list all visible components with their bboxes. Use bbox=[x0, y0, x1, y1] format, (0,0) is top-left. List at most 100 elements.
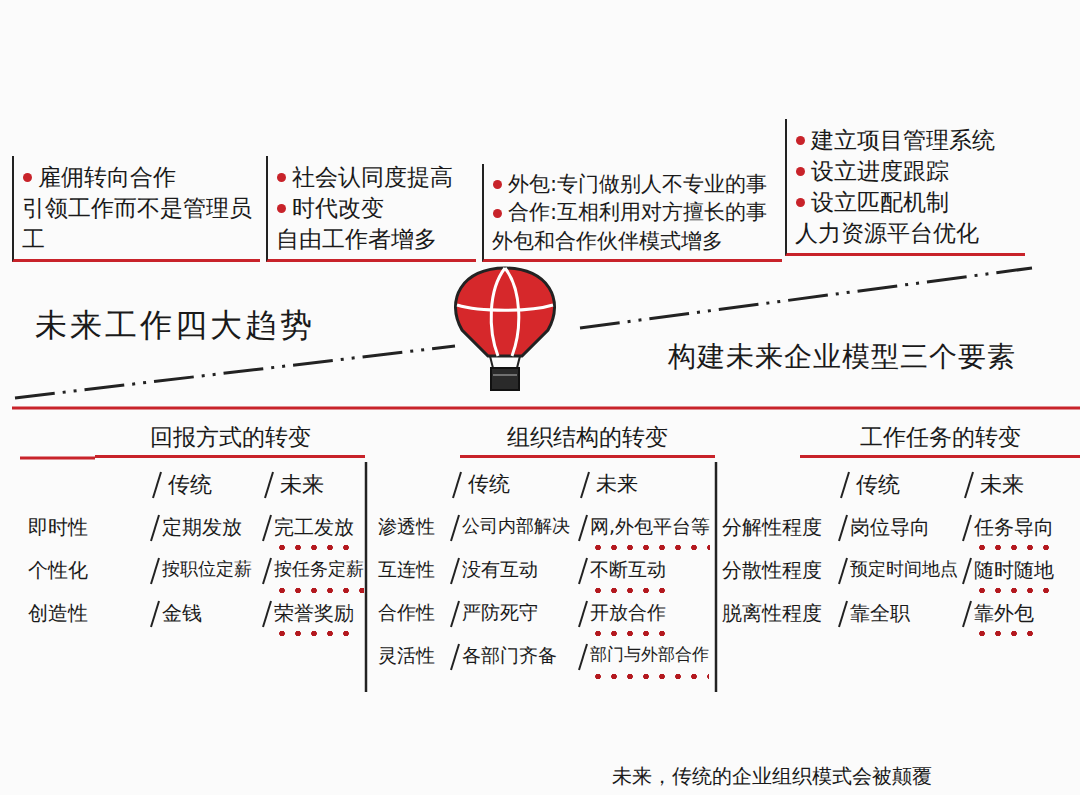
column-header: 传统 bbox=[468, 472, 510, 497]
trend-box: 社会认同度提高时代改变自由工作者增多 bbox=[266, 156, 476, 262]
box-text: 设立进度跟踪 bbox=[795, 156, 1019, 187]
slash-mark bbox=[579, 515, 587, 541]
trend-box: 建立项目管理系统设立进度跟踪设立匹配机制人力资源平台优化 bbox=[785, 119, 1025, 256]
divider-line bbox=[12, 407, 1080, 410]
section-title: 构建未来企业模型三个要素 bbox=[668, 340, 1016, 374]
row-label: 分解性程度 bbox=[722, 515, 822, 539]
row-label: 脱离性程度 bbox=[722, 601, 822, 625]
box-text: 外包和合作伙伴模式增多 bbox=[492, 227, 776, 255]
trend-box: 外包:专门做别人不专业的事合作:互相利用对方擅长的事外包和合作伙伴模式增多 bbox=[482, 164, 782, 262]
box-text: 合作:互相利用对方擅长的事 bbox=[492, 198, 776, 226]
column-header: 传统 bbox=[856, 472, 900, 498]
table-cell: 定期发放 bbox=[162, 515, 242, 539]
row-label: 互连性 bbox=[378, 558, 435, 581]
box-text: 设立匹配机制 bbox=[795, 187, 1019, 218]
slash-mark bbox=[579, 644, 587, 670]
row-label: 个性化 bbox=[28, 558, 88, 582]
emphasis-dots bbox=[274, 587, 364, 594]
emphasis-dots bbox=[274, 630, 354, 637]
slash-mark bbox=[963, 601, 971, 627]
slash-mark bbox=[265, 472, 273, 498]
box-text: 建立项目管理系统 bbox=[795, 125, 1019, 156]
slash-mark bbox=[151, 601, 159, 627]
table-heading: 回报方式的转变 bbox=[95, 422, 365, 458]
dash-line bbox=[15, 346, 455, 398]
slash-mark bbox=[579, 558, 587, 584]
table-cell: 公司内部解决 bbox=[462, 515, 570, 537]
slash-mark bbox=[451, 644, 459, 670]
slash-mark bbox=[841, 472, 849, 498]
slash-mark bbox=[963, 558, 971, 584]
table-rule bbox=[365, 462, 368, 692]
slash-mark bbox=[965, 472, 973, 498]
slash-mark bbox=[151, 515, 159, 541]
box-text: 人力资源平台优化 bbox=[795, 218, 1019, 249]
row-label: 创造性 bbox=[28, 601, 88, 625]
table-cell: 完工发放 bbox=[274, 515, 354, 539]
section-title: 未来工作四大趋势 bbox=[35, 306, 315, 344]
slash-mark bbox=[151, 558, 159, 584]
slash-mark bbox=[153, 472, 161, 498]
slash-mark bbox=[263, 601, 271, 627]
slash-mark bbox=[451, 515, 459, 541]
slash-mark bbox=[263, 515, 271, 541]
emphasis-dots bbox=[590, 673, 709, 680]
underline bbox=[20, 457, 95, 460]
table-cell: 岗位导向 bbox=[850, 515, 930, 539]
emphasis-dots bbox=[590, 544, 710, 551]
table-cell: 靠全职 bbox=[850, 601, 910, 625]
slash-mark bbox=[263, 558, 271, 584]
table-cell: 荣誉奖励 bbox=[274, 601, 354, 625]
box-text: 自由工作者增多 bbox=[276, 224, 470, 255]
box-text: 社会认同度提高 bbox=[276, 162, 470, 193]
box-text: 雇佣转向合作 bbox=[22, 162, 254, 193]
row-label: 即时性 bbox=[28, 515, 88, 539]
emphasis-dots bbox=[974, 544, 1054, 551]
hot-air-balloon bbox=[455, 268, 554, 390]
column-header: 未来 bbox=[280, 472, 324, 498]
slash-mark bbox=[579, 601, 587, 627]
slash-mark bbox=[839, 515, 847, 541]
row-label: 合作性 bbox=[378, 601, 435, 624]
table-cell: 没有互动 bbox=[462, 558, 538, 581]
emphasis-dots bbox=[590, 630, 666, 637]
emphasis-dots bbox=[274, 544, 354, 551]
table-cell: 严防死守 bbox=[462, 601, 538, 624]
table-heading: 工作任务的转变 bbox=[800, 422, 1080, 458]
box-text: 时代改变 bbox=[276, 193, 470, 224]
table-cell: 按任务定薪 bbox=[274, 558, 364, 580]
row-label: 灵活性 bbox=[378, 644, 435, 667]
table-cell: 部门与外部合作 bbox=[590, 644, 709, 664]
table-cell: 不断互动 bbox=[590, 558, 666, 581]
table-cell: 各部门齐备 bbox=[462, 644, 557, 667]
dash-line bbox=[580, 268, 1032, 328]
box-text: 外包:专门做别人不专业的事 bbox=[492, 170, 776, 198]
table-cell: 按职位定薪 bbox=[162, 558, 252, 580]
table-cell: 网,外包平台等 bbox=[590, 515, 710, 538]
box-text: 引领工作而不是管理员工 bbox=[22, 193, 254, 255]
slash-mark bbox=[451, 601, 459, 627]
table-cell: 金钱 bbox=[162, 601, 202, 625]
slash-mark bbox=[453, 472, 461, 498]
column-header: 未来 bbox=[596, 472, 638, 497]
emphasis-dots bbox=[974, 587, 1054, 594]
table-rule bbox=[715, 462, 718, 692]
caption: 未来，传统的企业组织模式会被颠覆 bbox=[612, 764, 932, 788]
slash-mark bbox=[963, 515, 971, 541]
table-cell: 任务导向 bbox=[974, 515, 1054, 539]
table-cell: 随时随地 bbox=[974, 558, 1054, 582]
table-cell: 靠外包 bbox=[974, 601, 1034, 625]
table-cell: 预定时间地点 bbox=[850, 558, 958, 580]
heading-text: 工作任务的转变 bbox=[800, 422, 1080, 453]
table-cell: 开放合作 bbox=[590, 601, 666, 624]
column-header: 未来 bbox=[980, 472, 1024, 498]
slash-mark bbox=[839, 601, 847, 627]
heading-text: 回报方式的转变 bbox=[95, 422, 365, 453]
slash-mark bbox=[581, 472, 589, 498]
column-header: 传统 bbox=[168, 472, 212, 498]
table-heading: 组织结构的转变 bbox=[460, 422, 715, 458]
emphasis-dots bbox=[590, 587, 666, 594]
row-label: 渗透性 bbox=[378, 515, 435, 538]
